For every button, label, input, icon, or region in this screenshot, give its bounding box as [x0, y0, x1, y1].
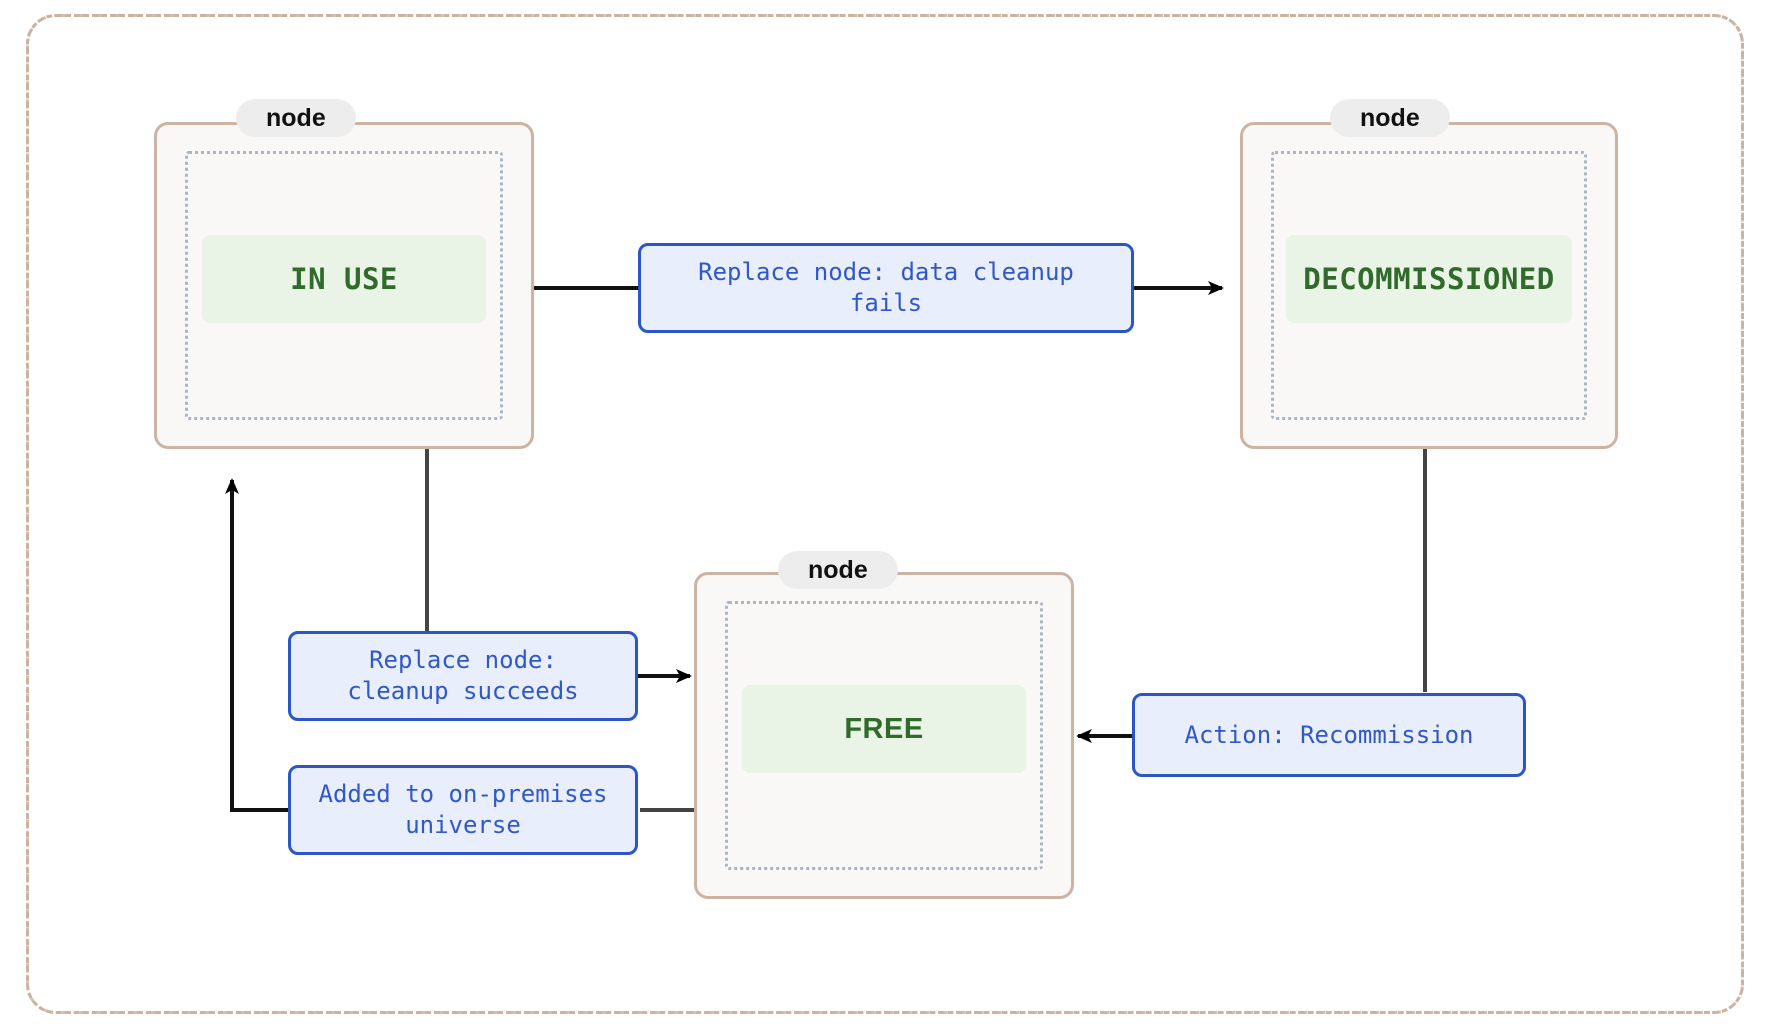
state-label-free: FREE [742, 685, 1026, 773]
node-decommissioned[interactable]: DECOMMISSIONED [1240, 122, 1618, 449]
node-in-use[interactable]: IN USE [154, 122, 534, 449]
node-tag-decommissioned: node [1330, 99, 1450, 137]
node-tag-free: node [778, 551, 898, 589]
cluster-frame [26, 14, 1744, 1014]
edge-label-action-recommission[interactable]: Action: Recommission [1132, 693, 1526, 777]
state-label-decommissioned: DECOMMISSIONED [1286, 235, 1572, 323]
node-in-use-inner-border [185, 151, 503, 420]
node-free[interactable]: FREE [694, 572, 1074, 899]
node-free-inner-border [725, 601, 1043, 870]
node-decommissioned-inner-border [1271, 151, 1587, 420]
edge-label-added-to-on-premises-universe[interactable]: Added to on-premises universe [288, 765, 638, 855]
node-tag-in-use: node [236, 99, 356, 137]
state-label-in-use: IN USE [202, 235, 486, 323]
edge-label-replace-node-cleanup-fails[interactable]: Replace node: data cleanup fails [638, 243, 1134, 333]
edge-label-replace-node-cleanup-succeeds[interactable]: Replace node: cleanup succeeds [288, 631, 638, 721]
